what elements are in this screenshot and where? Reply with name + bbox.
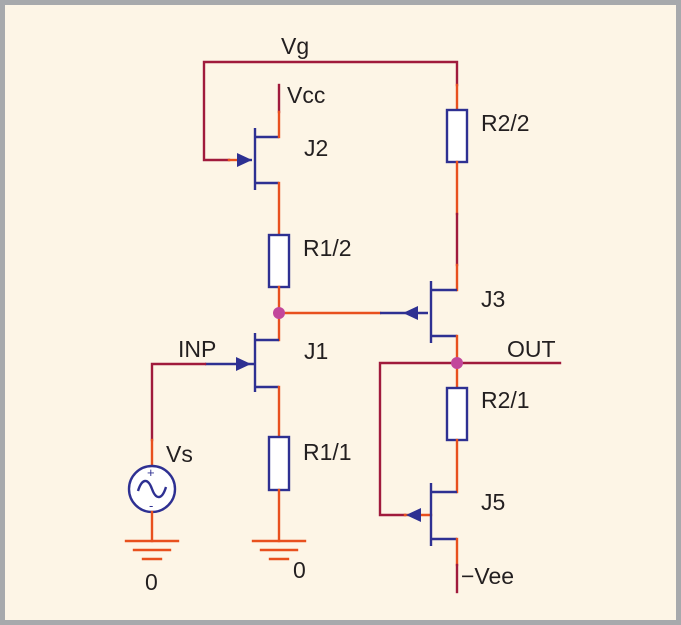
label-vg: Vg — [281, 33, 309, 59]
label-inp: INP — [178, 336, 216, 362]
resistor-r1-2 — [267, 233, 291, 315]
vg-net-wire — [202, 60, 459, 162]
inp-wire — [150, 362, 207, 468]
label-r1-1: R1/1 — [303, 439, 352, 465]
label-r2-2: R2/2 — [481, 110, 530, 136]
wire-out-to-j5-gate — [378, 361, 459, 522]
label-r1-2: R1/2 — [303, 235, 352, 261]
resistor-r2-1 — [445, 386, 469, 494]
ground-vs — [124, 539, 180, 561]
junction-node-out — [451, 357, 463, 369]
vs-plus-mark: + — [147, 465, 155, 480]
label-j3: J3 — [481, 286, 505, 312]
wire-node-to-j3-gate — [277, 306, 428, 320]
label-j2: J2 — [304, 135, 328, 161]
voltage-source-vs: + - — [127, 464, 177, 543]
label-vcc: Vcc — [287, 82, 325, 108]
label-j1: J1 — [304, 338, 328, 364]
label-vee: −Vee — [461, 563, 514, 589]
vs-minus-mark: - — [149, 498, 153, 513]
label-ground-r1: 0 — [293, 557, 306, 583]
label-vs: Vs — [166, 441, 193, 467]
label-ground-vs: 0 — [145, 569, 158, 595]
jfet-j2 — [227, 83, 281, 190]
resistor-r2-2 — [445, 108, 469, 292]
label-out: OUT — [507, 336, 556, 362]
jfet-j1 — [205, 333, 279, 392]
junction-node-j1-drain — [273, 307, 285, 319]
label-r2-1: R2/1 — [481, 387, 530, 413]
ground-r1-1 — [251, 539, 307, 561]
resistor-r1-1 — [267, 435, 291, 543]
jfet-j5 — [429, 483, 459, 594]
label-j5: J5 — [481, 489, 505, 515]
jfet-j3 — [429, 281, 457, 343]
